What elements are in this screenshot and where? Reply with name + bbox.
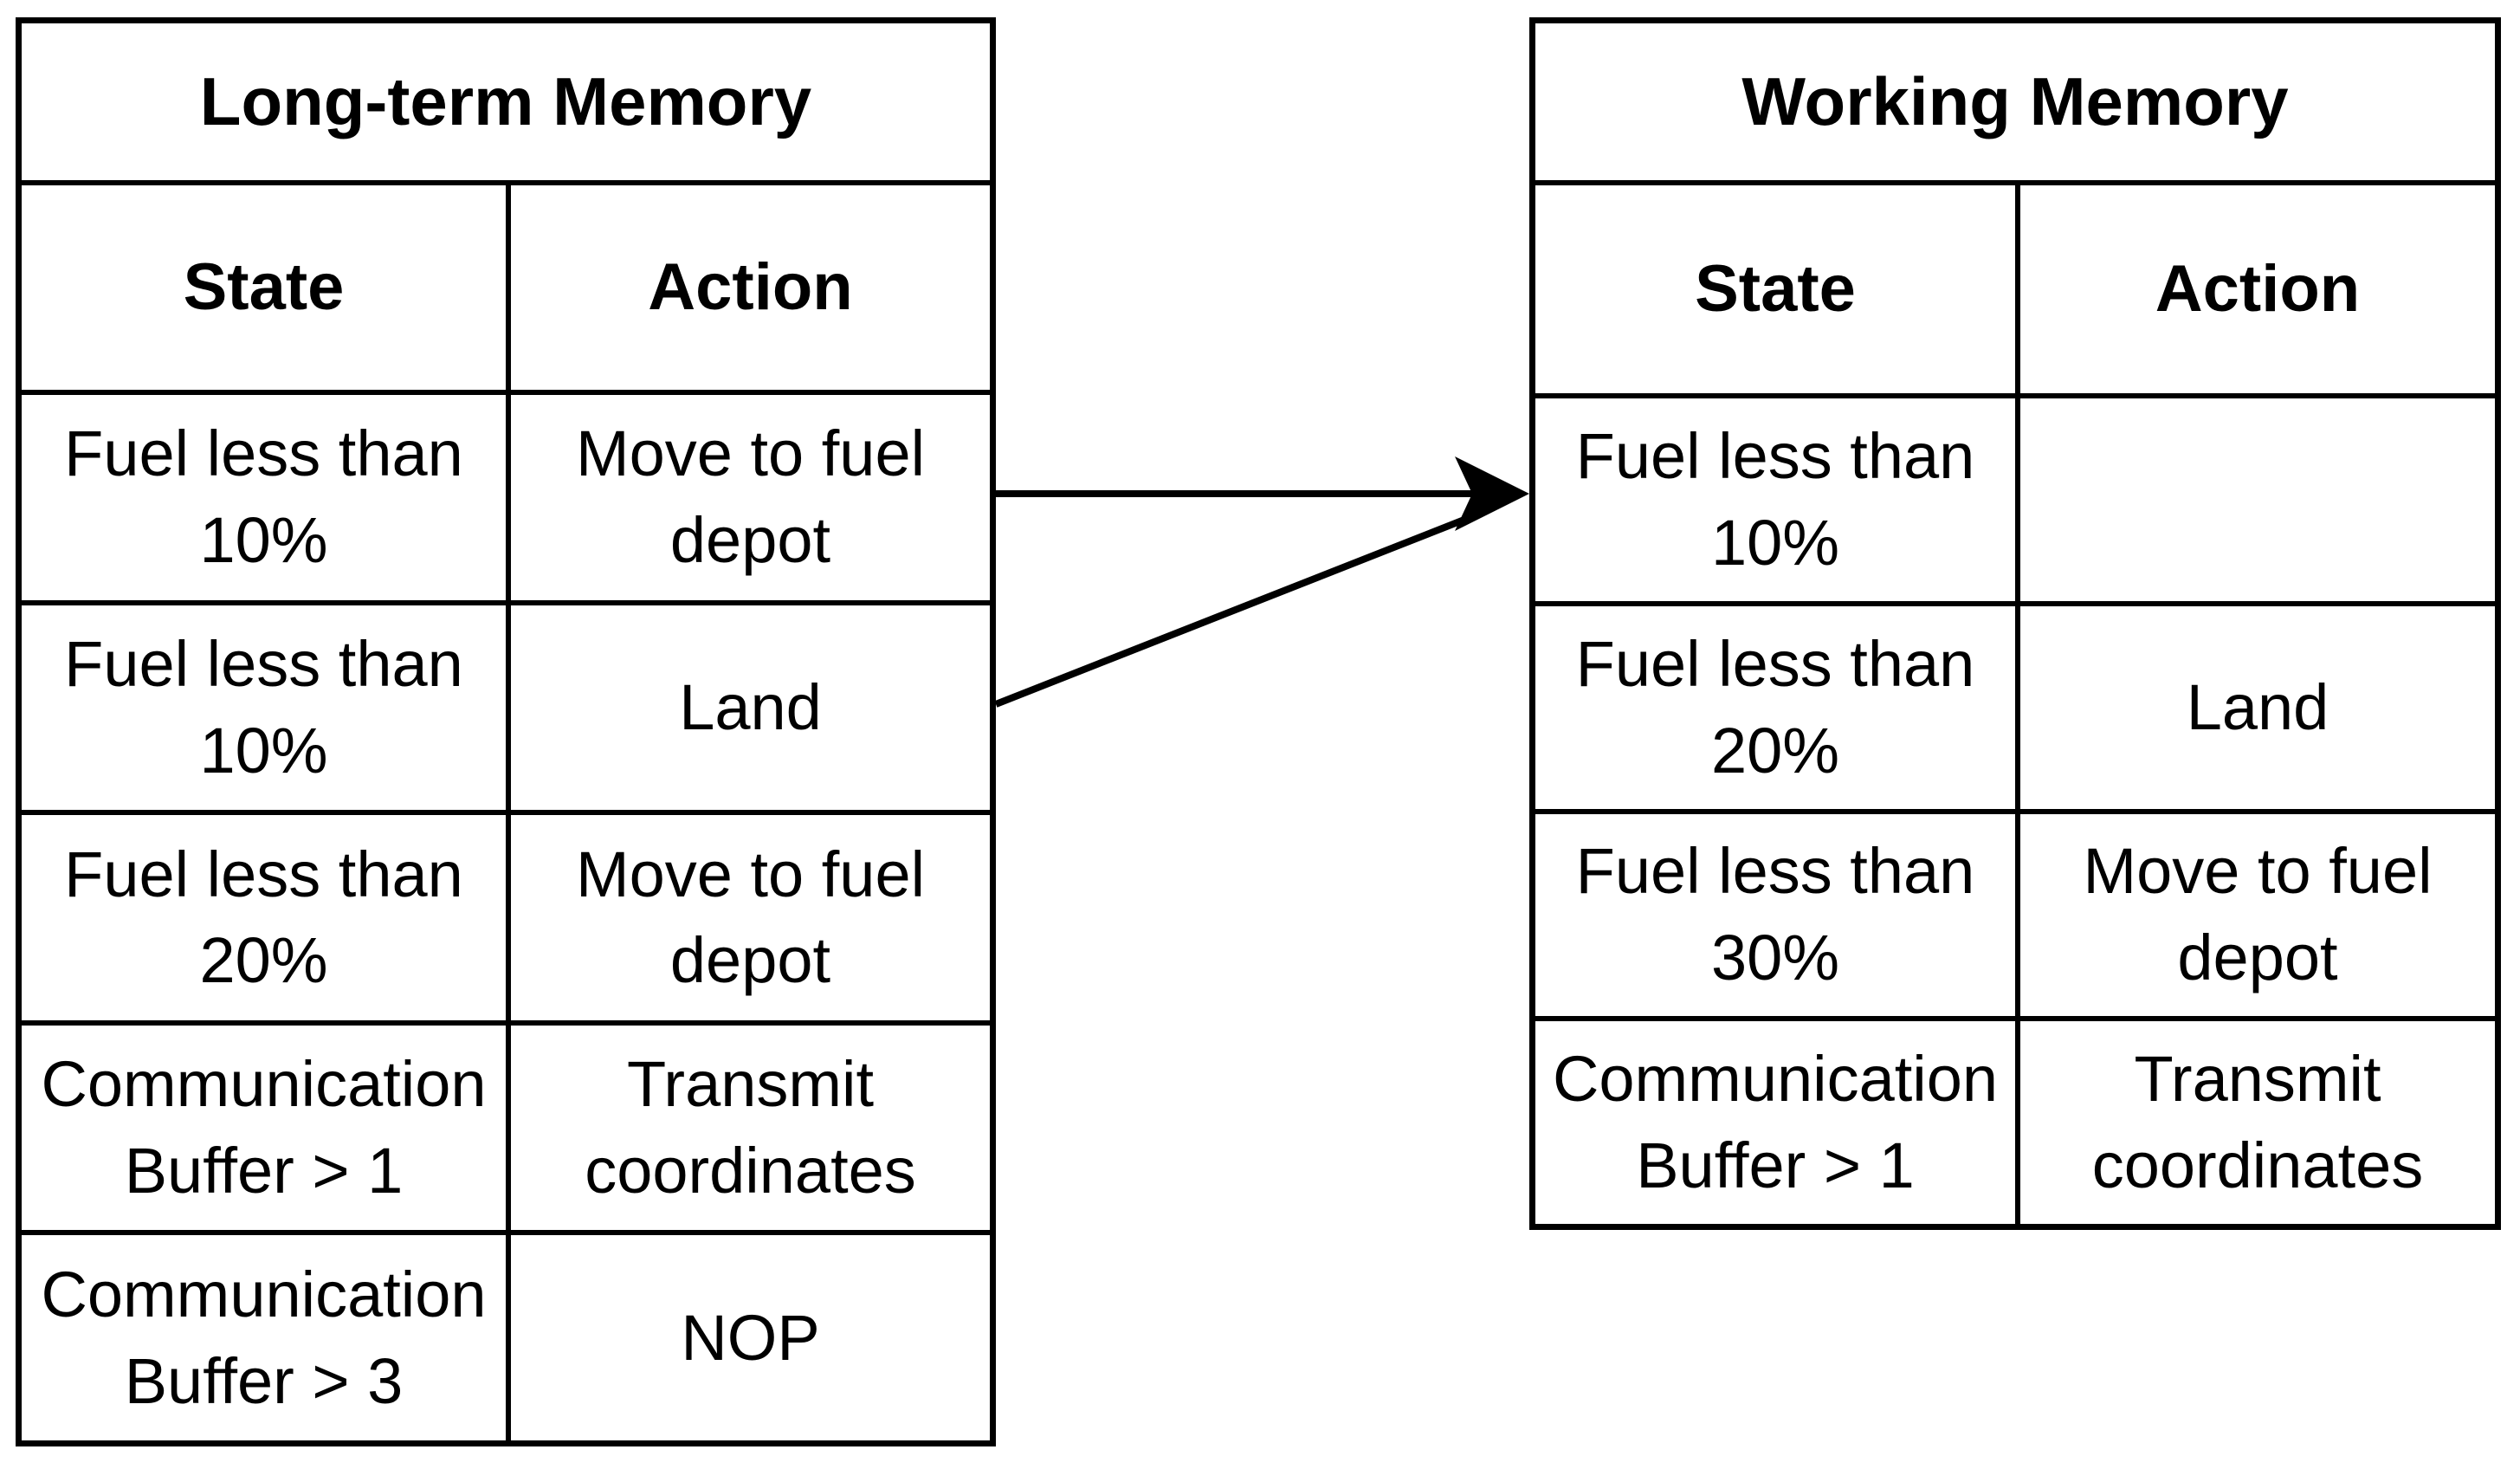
wm-row4-state: Communication Buffer > 1 (1535, 1016, 2015, 1224)
long-term-memory-table: Long-term Memory State Action Fuel less … (16, 17, 996, 1446)
long-term-memory-title: Long-term Memory (22, 23, 990, 185)
ltm-row4-action: Transmit coordinates (506, 1019, 990, 1231)
wm-row1-state: Fuel less than 10% (1535, 393, 2015, 601)
working-memory-table: Working Memory State Action Fuel less th… (1529, 17, 2501, 1230)
long-term-memory-grid: State Action Fuel less than 10% Move to … (22, 185, 990, 1440)
working-memory-title: Working Memory (1535, 23, 2495, 185)
ltm-row4-state: Communication Buffer > 1 (22, 1019, 506, 1231)
working-memory-grid: State Action Fuel less than 10% Fuel les… (1535, 185, 2495, 1224)
wm-row2-state: Fuel less than 20% (1535, 600, 2015, 809)
wm-header-action: Action (2015, 185, 2495, 393)
ltm-row1-state: Fuel less than 10% (22, 390, 506, 600)
wm-row4-action: Transmit coordinates (2015, 1016, 2495, 1224)
wm-row2-action: Land (2015, 600, 2495, 809)
ltm-row3-state: Fuel less than 20% (22, 810, 506, 1020)
wm-row3-state: Fuel less than 30% (1535, 808, 2015, 1017)
ltm-row2-state: Fuel less than 10% (22, 599, 506, 811)
ltm-row1-action: Move to fuel depot (506, 390, 990, 600)
arrow-tail-row2 (994, 511, 1479, 708)
wm-row1-action (2015, 393, 2495, 601)
ltm-row5-action: NOP (506, 1230, 990, 1440)
ltm-row2-action: Land (506, 599, 990, 811)
wm-row3-action: Move to fuel depot (2015, 808, 2495, 1017)
ltm-row5-state: Communication Buffer > 3 (22, 1230, 506, 1440)
arrowhead-icon (1455, 456, 1529, 531)
wm-header-state: State (1695, 251, 1856, 326)
ltm-header-action: Action (506, 185, 990, 390)
ltm-header-state: State (183, 249, 345, 324)
ltm-row3-action: Move to fuel depot (506, 810, 990, 1020)
